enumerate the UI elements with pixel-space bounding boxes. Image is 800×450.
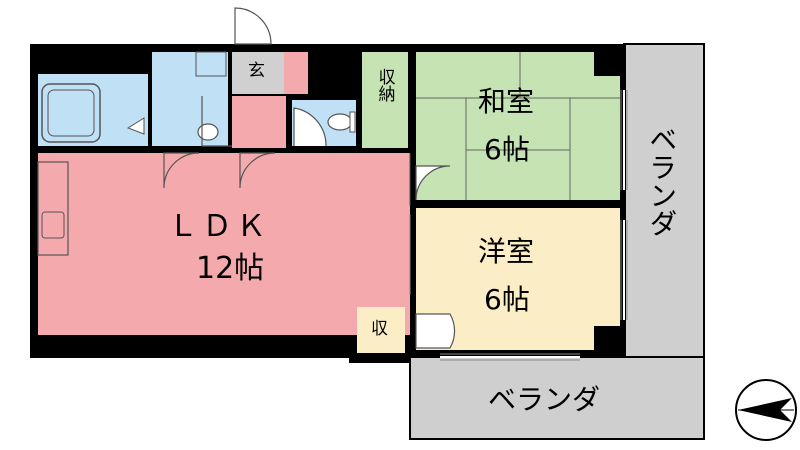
kitchen-counter (37, 161, 69, 256)
door-toilet (293, 107, 327, 147)
washitsu-name: 和室 (478, 85, 535, 118)
balcony-right (623, 43, 705, 358)
room-washitsu (416, 52, 620, 200)
doors (163, 7, 456, 349)
column-bottom-right (594, 326, 622, 352)
kitchen-sink (41, 211, 65, 239)
washitsu-size: 6帖 (484, 133, 530, 166)
column-top-right (594, 52, 622, 76)
room-hall (232, 96, 286, 148)
door-ldk-hall (239, 152, 276, 189)
door-washitsu (415, 165, 451, 201)
ldk-name: ＬＤＫ (168, 209, 270, 244)
youshitsu-size: 6帖 (484, 283, 530, 316)
door-youshitsu (415, 313, 456, 349)
window-marks (440, 90, 625, 358)
balcony-bottom (409, 356, 705, 440)
room-genkan (232, 52, 284, 94)
shu-small-label: 収 (371, 319, 388, 339)
washing-machine-space (195, 51, 227, 77)
door-ldk-washroom (163, 152, 200, 189)
shower-mark (126, 117, 145, 135)
wash-basin (197, 123, 219, 141)
bathtub (41, 83, 101, 143)
ldk-size: 12帖 (196, 251, 265, 286)
room-genkan-pink-a (284, 52, 308, 94)
entrance-door (234, 7, 272, 45)
tatami-lines (416, 52, 620, 200)
toilet-bowl (327, 113, 353, 131)
genkan-label: 玄 (248, 61, 265, 81)
room-shuno (362, 52, 408, 148)
shuno-label: 収納 (374, 68, 395, 102)
room-shu-small (357, 307, 405, 353)
compass-icon (735, 379, 797, 441)
balcony-right-label: ベランダ (645, 125, 679, 237)
room-ldk (38, 153, 410, 335)
balcony-bottom-label: ベランダ (488, 383, 601, 416)
youshitsu-name: 洋室 (478, 235, 535, 268)
door-washroom (201, 96, 232, 147)
